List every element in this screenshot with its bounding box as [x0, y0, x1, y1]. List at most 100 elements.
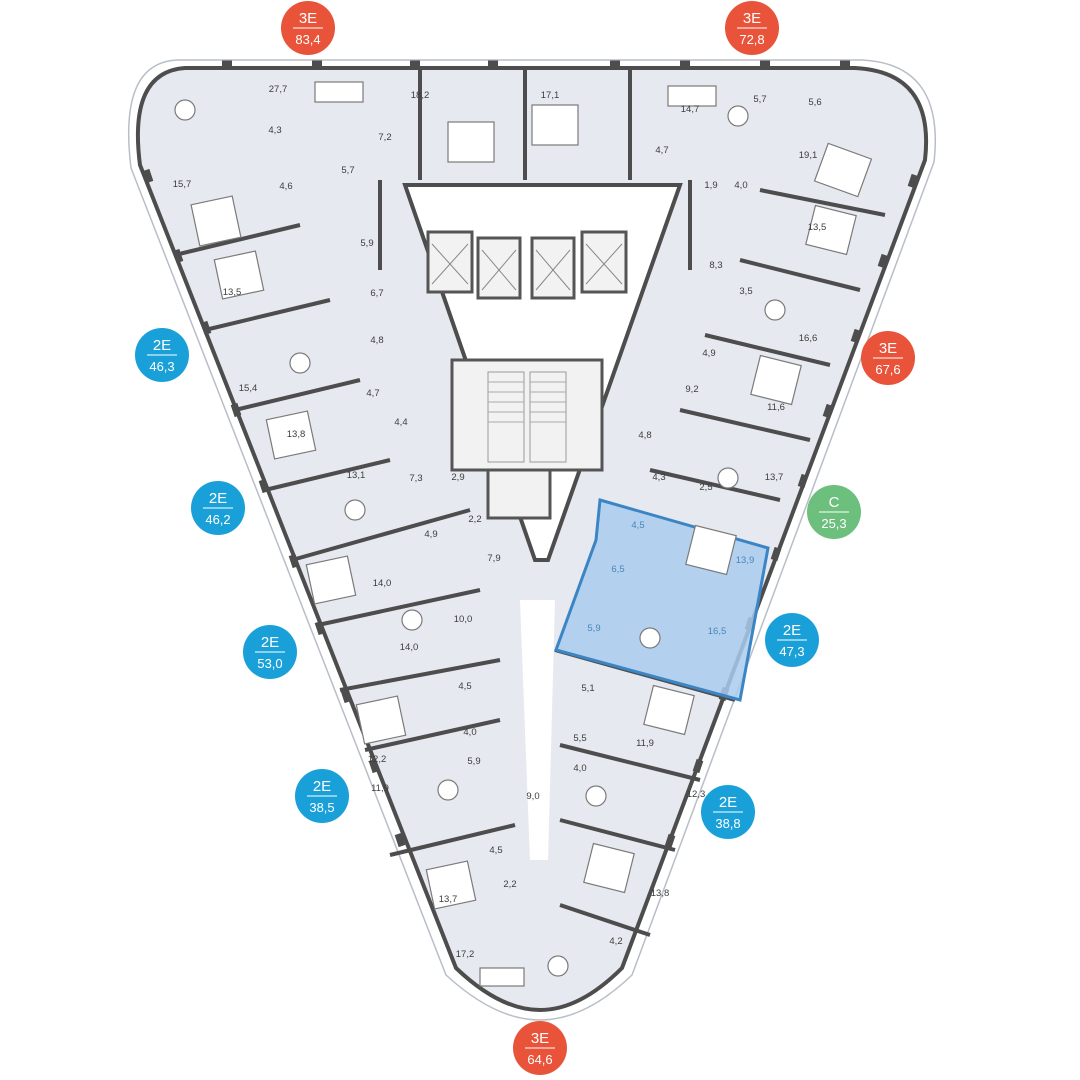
room-area-label: 13,8 — [287, 429, 306, 440]
room-area-label: 1,9 — [704, 180, 717, 191]
badge-type-label: 3E — [743, 10, 761, 27]
room-area-label: 9,2 — [685, 384, 698, 395]
badge-area-label: 46,2 — [205, 512, 230, 527]
stairwell — [450, 358, 604, 520]
sofa-icon — [314, 81, 364, 103]
room-area-label: 9,0 — [526, 791, 539, 802]
apartment-badge[interactable]: 2E 38,5 — [295, 769, 349, 823]
room-area-label: 5,6 — [808, 97, 821, 108]
room-area-label: 12,2 — [368, 754, 387, 765]
dining-table-icon — [547, 955, 569, 977]
apartment-badge[interactable]: 3E 72,8 — [725, 1, 779, 55]
dining-table-icon — [344, 499, 366, 521]
room-area-label: 2,2 — [468, 514, 481, 525]
room-area-label: 4,8 — [370, 335, 383, 346]
room-area-label: 17,1 — [541, 90, 560, 101]
room-area-label: 8,3 — [709, 260, 722, 271]
badge-area-label: 72,8 — [739, 32, 764, 47]
furniture — [174, 81, 873, 987]
room-area-label: 19,1 — [799, 150, 818, 161]
room-area-label: 4,5 — [489, 845, 502, 856]
room-area-label: 4,4 — [394, 417, 407, 428]
room-area-label: 7,3 — [409, 473, 422, 484]
room-area-label: 11,6 — [767, 402, 785, 413]
room-area-label: 5,1 — [581, 683, 594, 694]
room-area-label: 4,3 — [268, 125, 281, 136]
room-area-label: 7,2 — [378, 132, 391, 143]
room-area-label: 13,8 — [651, 888, 670, 899]
room-area-label: 14,0 — [373, 578, 392, 589]
elevator-group — [426, 230, 628, 300]
room-area-label: 4,5 — [631, 520, 644, 531]
badge-type-label: 2E — [209, 490, 227, 507]
room-area-label: 16,5 — [708, 626, 727, 637]
bed-icon — [265, 410, 317, 460]
room-area-label: 10,0 — [454, 614, 473, 625]
dining-table-icon — [639, 627, 661, 649]
apartment-badge[interactable]: 2E 46,2 — [191, 481, 245, 535]
dining-table-icon — [727, 105, 749, 127]
bed-icon — [583, 842, 635, 894]
dining-table-icon — [437, 779, 459, 801]
room-area-label: 18,2 — [411, 90, 430, 101]
badge-area-label: 83,4 — [295, 32, 320, 47]
sofa-icon — [479, 967, 525, 987]
room-area-label: 15,7 — [173, 179, 192, 190]
apartment-badge[interactable]: С 25,3 — [807, 485, 861, 539]
room-area-label: 5,7 — [341, 165, 354, 176]
dining-table-icon — [764, 299, 786, 321]
room-area-label: 6,7 — [370, 288, 383, 299]
dining-table-icon — [174, 99, 196, 121]
room-area-label: 17,2 — [456, 949, 475, 960]
bed-icon — [447, 121, 495, 163]
elevator-shaft-4 — [580, 230, 628, 294]
room-area-label: 13,5 — [223, 287, 242, 298]
apartment-badges: 3E83,43E72,83E67,62E46,32E46,2С25,32E53,… — [135, 1, 915, 1075]
room-area-label: 14,0 — [400, 642, 419, 653]
room-area-label: 7,9 — [487, 553, 500, 564]
bed-icon — [685, 524, 737, 576]
badge-type-label: С — [829, 494, 840, 511]
apartment-badge[interactable]: 3E 83,4 — [281, 1, 335, 55]
room-area-label: 4,0 — [463, 727, 476, 738]
badge-area-label: 47,3 — [779, 644, 804, 659]
room-area-label: 4,5 — [458, 681, 471, 692]
room-area-label: 5,5 — [573, 733, 586, 744]
room-area-label: 12,3 — [687, 789, 706, 800]
badge-area-label: 38,8 — [715, 816, 740, 831]
bed-icon — [750, 354, 802, 406]
room-area-label: 4,7 — [655, 145, 668, 156]
room-area-label: 4,6 — [279, 181, 292, 192]
badge-type-label: 3E — [299, 10, 317, 27]
room-area-label: 4,7 — [366, 388, 379, 399]
bed-icon — [531, 104, 579, 146]
badge-area-label: 53,0 — [257, 656, 282, 671]
room-area-label: 13,5 — [808, 222, 827, 233]
room-area-label: 6,5 — [611, 564, 624, 575]
room-area-label: 4,3 — [652, 472, 665, 483]
room-area-label: 14,7 — [681, 104, 700, 115]
dining-table-icon — [401, 609, 423, 631]
bed-icon — [355, 695, 407, 745]
badge-type-label: 2E — [153, 337, 171, 354]
dining-table-icon — [717, 467, 739, 489]
room-area-label: 5,9 — [360, 238, 373, 249]
badge-type-label: 2E — [313, 778, 331, 795]
room-area-label: 13,1 — [347, 470, 366, 481]
badge-area-label: 25,3 — [821, 516, 846, 531]
badge-type-label: 3E — [531, 1030, 549, 1047]
room-area-label: 11,9 — [371, 783, 389, 794]
elevator-crosses — [431, 243, 623, 291]
room-area-label: 2,2 — [503, 879, 516, 890]
bed-icon — [425, 860, 477, 910]
badge-area-label: 38,5 — [309, 800, 334, 815]
room-area-label: 11,9 — [636, 738, 654, 749]
bed-icon — [813, 142, 873, 198]
